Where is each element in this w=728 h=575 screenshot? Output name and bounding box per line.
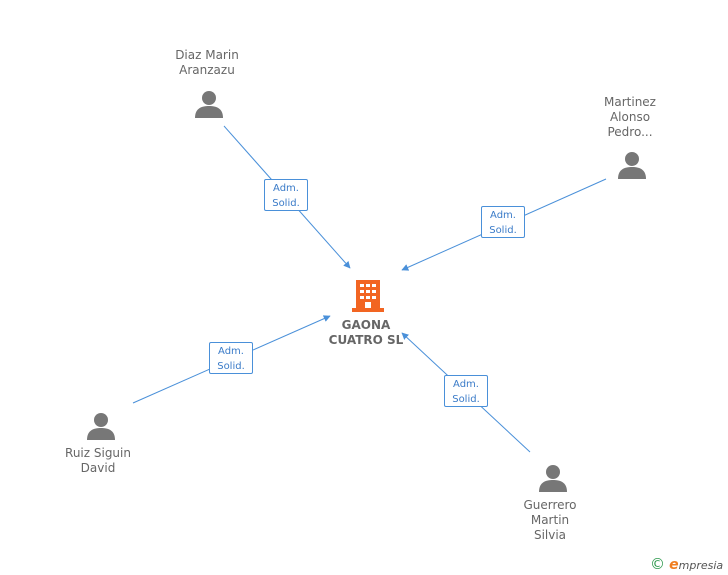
person-name-line: Martin [530,513,570,527]
person-icon [195,91,223,118]
role-line: Adm. [453,379,479,390]
role-badge-guerrero[interactable]: Adm. Solid. [444,375,488,407]
person-name-line: Martinez [604,95,656,109]
person-label-ruiz[interactable]: Ruiz Siguin David [48,446,148,476]
person-icon [87,413,115,440]
role-line: Adm. [490,210,516,221]
person-name-line: Aranzazu [179,63,235,77]
role-badge-martinez[interactable]: Adm. Solid. [481,206,525,238]
person-label-diaz[interactable]: Diaz Marin Aranzazu [157,48,257,78]
person-name-line: Guerrero [523,498,577,512]
person-name-line: Silvia [533,528,567,542]
person-label-martinez[interactable]: Martinez Alonso Pedro... [590,95,670,140]
person-name-line: Ruiz Siguin [65,446,131,460]
person-icon [618,152,646,179]
person-name-line: Alonso [609,110,651,124]
brand-logo: empresia [669,557,724,573]
role-line: Adm. [273,183,299,194]
role-line: Solid. [452,394,480,405]
person-name-line: Pedro... [607,125,653,139]
person-name-line: David [80,461,116,475]
person-icon [539,465,567,492]
role-badge-ruiz[interactable]: Adm. Solid. [209,342,253,374]
role-line: Solid. [489,225,517,236]
person-label-guerrero[interactable]: Guerrero Martin Silvia [500,498,600,543]
company-name-line1: GAONA [341,318,391,332]
role-badge-diaz[interactable]: Adm. Solid. [264,179,308,211]
brand-initial: e [669,557,679,573]
company-label[interactable]: GAONA CUATRO SL [318,318,414,348]
role-line: Solid. [272,198,300,209]
building-icon [352,280,384,312]
person-name-line: Diaz Marin [175,48,239,62]
company-name-line2: CUATRO SL [328,333,404,347]
brand-rest: mpresia [678,559,724,572]
copyright-watermark: © empresia [650,555,723,573]
role-line: Solid. [217,361,245,372]
role-line: Adm. [218,346,244,357]
copyright-icon: © [650,555,665,573]
